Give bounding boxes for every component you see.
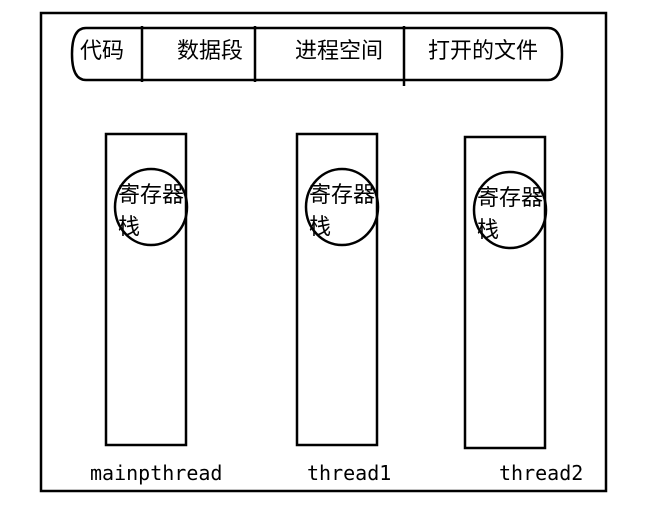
thread-name-label: thread1 — [307, 461, 391, 485]
thread-2: 寄存器 栈 thread2 — [463, 135, 583, 485]
register-stack-circle — [472, 170, 548, 250]
register-label: 寄存器 — [477, 186, 543, 211]
segment-code-label: 代码 — [80, 39, 124, 64]
thread-main: 寄存器 栈 mainpthread — [90, 132, 222, 485]
stack-label: 栈 — [309, 215, 331, 240]
thread-1: 寄存器 栈 thread1 — [295, 132, 391, 485]
thread-name-label: thread2 — [499, 461, 583, 485]
register-stack-circle — [304, 167, 380, 247]
register-stack-circle — [113, 167, 189, 247]
thread-name-label: mainpthread — [90, 461, 222, 485]
register-label: 寄存器 — [118, 183, 184, 208]
thread-box — [463, 135, 547, 450]
segment-address-space-label: 进程空间 — [295, 39, 383, 64]
thread-box — [295, 132, 379, 447]
stack-label: 栈 — [477, 218, 499, 243]
shared-resources-bar — [70, 26, 564, 82]
segment-open-files-label: 打开的文件 — [428, 39, 538, 64]
stack-label: 栈 — [118, 215, 140, 240]
register-label: 寄存器 — [309, 183, 375, 208]
process-outer-box — [39, 11, 608, 493]
segment-data-label: 数据段 — [177, 39, 243, 64]
thread-box — [104, 132, 188, 447]
